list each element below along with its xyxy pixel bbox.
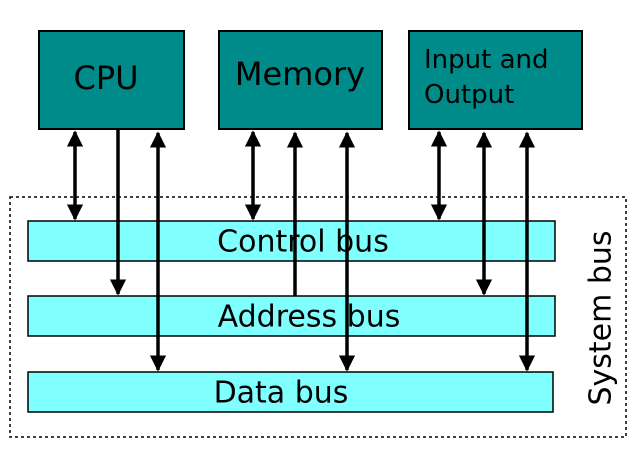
memory-box <box>218 30 383 130</box>
data-bus-label: Data bus <box>214 376 349 411</box>
io-label-line2: Output <box>424 80 514 110</box>
system-bus-boundary <box>9 196 627 438</box>
io-label-line1: Input and <box>424 45 549 75</box>
data-bus-bar <box>27 371 554 413</box>
address-bus-label: Address bus <box>218 300 401 335</box>
cpu-box <box>38 30 185 130</box>
memory-label: Memory <box>235 55 365 93</box>
system-bus-label: System bus <box>584 230 619 405</box>
io-box <box>408 30 583 130</box>
address-bus-bar <box>27 295 556 337</box>
control-bus-label: Control bus <box>217 225 389 260</box>
control-bus-bar <box>27 220 556 262</box>
cpu-label: CPU <box>73 59 138 97</box>
